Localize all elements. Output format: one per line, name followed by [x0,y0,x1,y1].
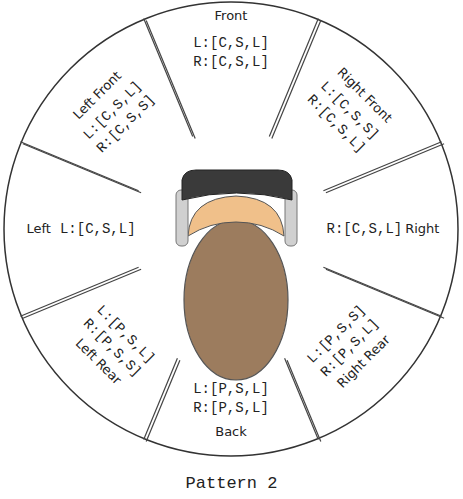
sector-dividers [20,18,441,439]
channel-code: R:[C,S,L] [327,221,403,237]
sector-label: Left FrontL:[C,S,L]R:[C,S,S] [66,64,158,156]
figure-caption: Pattern 2 [0,474,463,493]
direction-name: Back [215,426,247,441]
channel-code: L:[C,S,L] [60,221,136,237]
sector-label: L:[P,S,L]R:[P,S,S]Left Rear [66,302,158,394]
outer-circle [4,2,458,456]
sector-label: Right FrontL:[C,S,S]R:[C,S,L] [304,64,396,156]
sector-label: FrontL:[C,S,L] R:[C,S,L] [193,9,269,70]
sector-label: L:[P,S,L] R:[P,S,L] Back [193,381,269,440]
head-figure [176,170,297,380]
channel-code: R:[P,S,L] [193,401,269,417]
direction-name: Left [26,222,50,237]
sector-label: L:[P,S,S]R:[P,S,L]Right Rear [304,302,396,394]
direction-name: Right [405,222,439,237]
sector-label: Left L:[C,S,L] [26,221,135,237]
channel-code: L:[P,S,L] [193,381,269,397]
direction-name: Front [215,9,248,24]
channel-code: R:[C,S,L] [193,54,269,70]
sector-label: R:[C,S,L]Right [327,221,440,237]
sector-dividers-double [23,20,444,441]
channel-code: L:[C,S,L] [193,35,269,51]
